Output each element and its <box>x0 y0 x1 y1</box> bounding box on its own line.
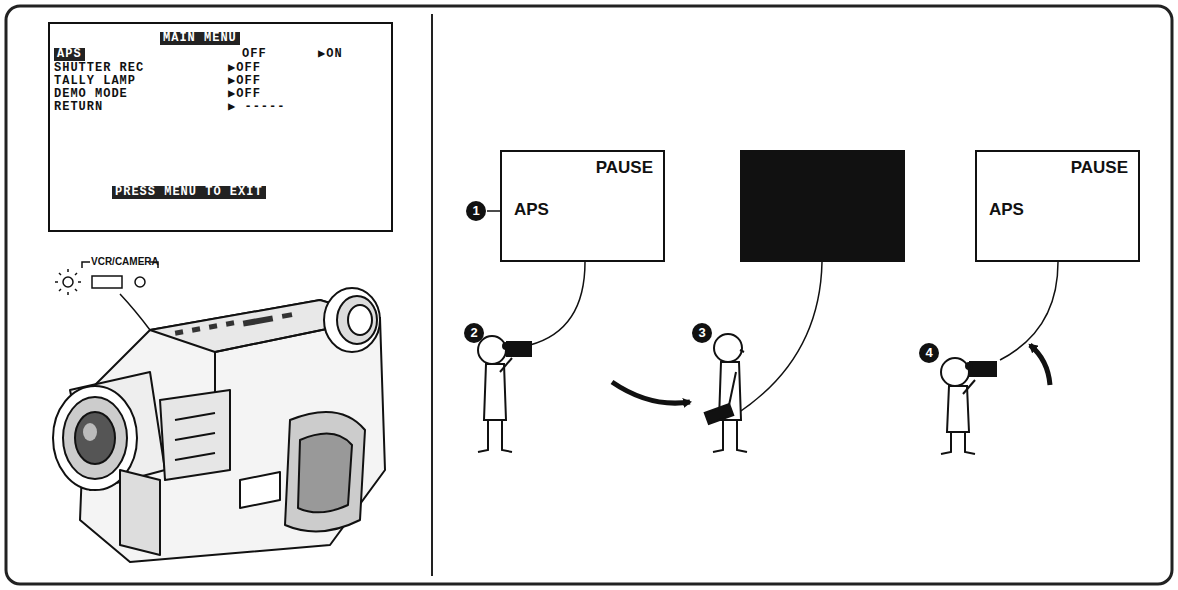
viewfinder-screen: PAUSE APS <box>975 150 1140 262</box>
callout-number: 1 <box>466 201 486 221</box>
menu-item: ▶ ----- <box>228 101 285 114</box>
menu-item: PRESS MENU TO EXIT <box>112 186 266 199</box>
viewfinder-screen: PAUSE APS <box>500 150 665 262</box>
menu-item: ▶OFF <box>228 75 261 88</box>
menu-item: SHUTTER REC <box>54 62 144 75</box>
person <box>478 336 531 452</box>
black-screen <box>740 150 905 262</box>
screen-text: APS <box>514 200 549 220</box>
menu-item: APS <box>54 48 85 61</box>
switch-icon <box>55 262 158 330</box>
menu-item: OFF <box>242 48 267 61</box>
menu-item: MAIN MENU <box>160 32 240 45</box>
menu-item: ▶ON <box>318 48 343 61</box>
menu-item: DEMO MODE <box>54 88 128 101</box>
frame <box>6 6 1172 584</box>
switch-label: VCR/CAMERA <box>91 256 159 267</box>
menu-item: RETURN <box>54 101 103 114</box>
callout-number: 4 <box>919 343 939 363</box>
screen-text: APS <box>989 200 1024 220</box>
screen-text: PAUSE <box>1071 158 1128 178</box>
motion-arrow <box>1030 345 1050 385</box>
menu-item: ▶OFF <box>228 62 261 75</box>
motion-arrow <box>612 382 690 403</box>
menu-screen: MAIN MENU APS OFF ▶ON SHUTTER REC ▶OFF TALLY L… <box>48 22 393 232</box>
callout-number: 2 <box>464 323 484 343</box>
menu-item: TALLY LAMP <box>54 75 136 88</box>
divider <box>431 14 433 576</box>
menu-item: ▶OFF <box>228 88 261 101</box>
camcorder <box>53 288 385 562</box>
callout-number: 3 <box>692 323 712 343</box>
person <box>941 358 996 454</box>
person <box>705 334 747 452</box>
screen-text: PAUSE <box>596 158 653 178</box>
viewfinder-lines <box>530 262 1058 415</box>
